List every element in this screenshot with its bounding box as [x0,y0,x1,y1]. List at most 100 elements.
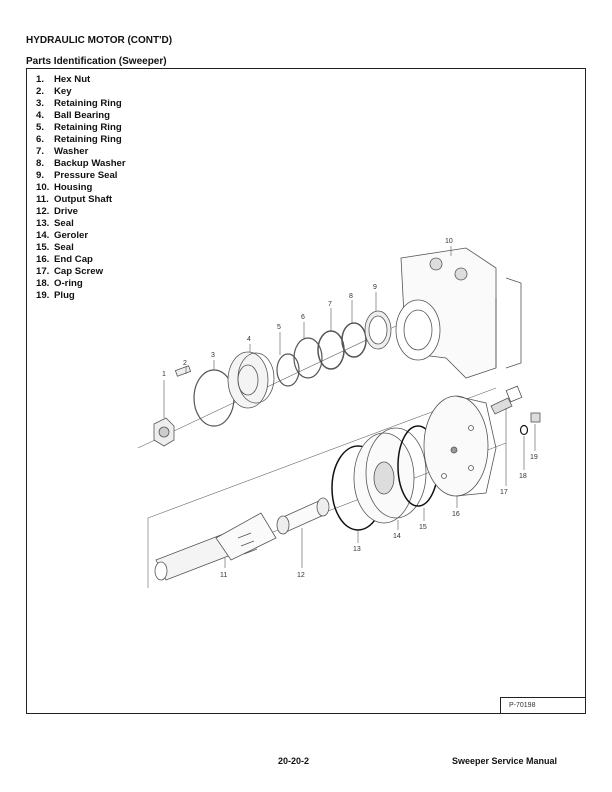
parts-list-item: 13. Seal [36,218,126,230]
part-name: Pressure Seal [54,170,118,181]
part-number: 12. [36,206,50,217]
part-name: Washer [54,146,89,157]
callout-5: 5 [277,324,281,331]
part-number: 4. [36,110,45,121]
page-number: 20-20-2 [278,756,310,766]
parts-list-item: 3. Retaining Ring [36,98,126,110]
callout-15: 15 [419,524,427,531]
key-part [174,365,192,377]
callout-4: 4 [247,336,251,343]
washer-part [317,330,345,370]
retaining-ring-6-part [293,337,323,379]
part-name: O-ring [54,278,83,289]
part-number: 13. [36,218,50,229]
part-name: Cap Screw [54,266,104,277]
part-name: Retaining Ring [54,134,122,145]
parts-list-item: 7. Washer [36,146,126,158]
parts-list-item: 9. Pressure Seal [36,170,126,182]
part-name: Seal [54,242,74,253]
callout-14: 14 [393,533,401,540]
part-name: Key [54,86,72,97]
geroler-part [353,427,427,524]
housing-part [395,247,522,379]
parts-list-item: 19. Plug [36,290,126,302]
parts-list-item: 16. End Cap [36,254,126,266]
part-name: Seal [54,218,74,229]
part-name: Output Shaft [54,194,113,205]
callout-1: 1 [162,371,166,378]
subsection-title: Parts Identification (Sweeper) [26,56,167,67]
leader-lines [163,246,536,568]
parts-list-item: 14. Geroler [36,230,126,242]
part-name: Housing [54,182,93,193]
callout-12: 12 [297,572,305,579]
part-number: 3. [36,98,45,109]
drive-part [276,497,330,535]
parts-list-item: 15. Seal [36,242,126,254]
callout-9: 9 [373,284,377,291]
part-name: Plug [54,290,75,301]
part-name: Ball Bearing [54,110,110,121]
parts-list-item: 12. Drive [36,206,126,218]
manual-title: Sweeper Service Manual [452,756,558,766]
callout-13: 13 [353,546,361,553]
callout-16: 16 [452,511,460,518]
part-name: End Cap [54,254,93,265]
part-number: 7. [36,146,45,157]
retaining-ring-5-part [276,353,300,387]
part-name: Retaining Ring [54,98,122,109]
exploded-view-diagram: 1 2 3 4 5 6 7 8 9 10 11 12 13 14 15 16 1… [137,238,541,588]
callout-18: 18 [519,473,527,480]
o-ring-part [519,424,529,436]
part-name: Hex Nut [54,74,91,85]
part-number: 11. [36,194,49,205]
parts-list-item: 1. Hex Nut [36,74,126,86]
figure-reference: P-70198 [500,697,586,714]
callout-17: 17 [500,489,508,496]
part-number: 8. [36,158,45,169]
callout-7: 7 [328,301,332,308]
callout-3: 3 [211,352,215,359]
parts-list-item: 5. Retaining Ring [36,122,126,134]
part-name: Retaining Ring [54,122,122,133]
callout-19: 19 [530,454,538,461]
part-name: Geroler [54,230,89,241]
parts-list-item: 2. Key [36,86,126,98]
part-number: 17. [36,266,50,277]
parts-list: 1. Hex Nut 2. Key 3. Retaining Ring 4. Ball … [36,74,126,302]
part-name: Drive [54,206,78,217]
part-number: 15. [36,242,50,253]
part-number: 19. [36,290,50,301]
cap-screw-part [490,385,523,415]
end-cap-part [423,395,497,497]
pressure-seal-part [364,310,392,350]
part-number: 2. [36,86,45,97]
callout-6: 6 [301,314,305,321]
section-title: HYDRAULIC MOTOR (CONT'D) [26,35,173,46]
ball-bearing-part [227,351,275,409]
callout-11: 11 [220,572,227,579]
figure-frame [26,68,586,714]
part-number: 9. [36,170,45,181]
backup-washer-part [341,322,367,358]
part-number: 16. [36,254,50,265]
parts-list-item: 17. Cap Screw [36,266,126,278]
callout-8: 8 [349,293,353,300]
parts-list-item: 6. Retaining Ring [36,134,126,146]
output-shaft-part [154,512,277,581]
parts-list-item: 8. Backup Washer [36,158,126,170]
callout-10: 10 [445,238,453,245]
part-number: 18. [36,278,50,289]
part-number: 6. [36,134,45,145]
plug-part [530,412,541,423]
parts-list-item: 4. Ball Bearing [36,110,126,122]
part-number: 1. [36,74,45,85]
part-number: 5. [36,122,45,133]
part-name: Backup Washer [54,158,126,169]
part-number: 10. [36,182,50,193]
parts-list-item: 18. O-ring [36,278,126,290]
parts-list-item: 11. Output Shaft [36,194,126,206]
hex-nut-part [153,417,175,447]
part-number: 14. [36,230,50,241]
callout-2: 2 [183,360,187,367]
